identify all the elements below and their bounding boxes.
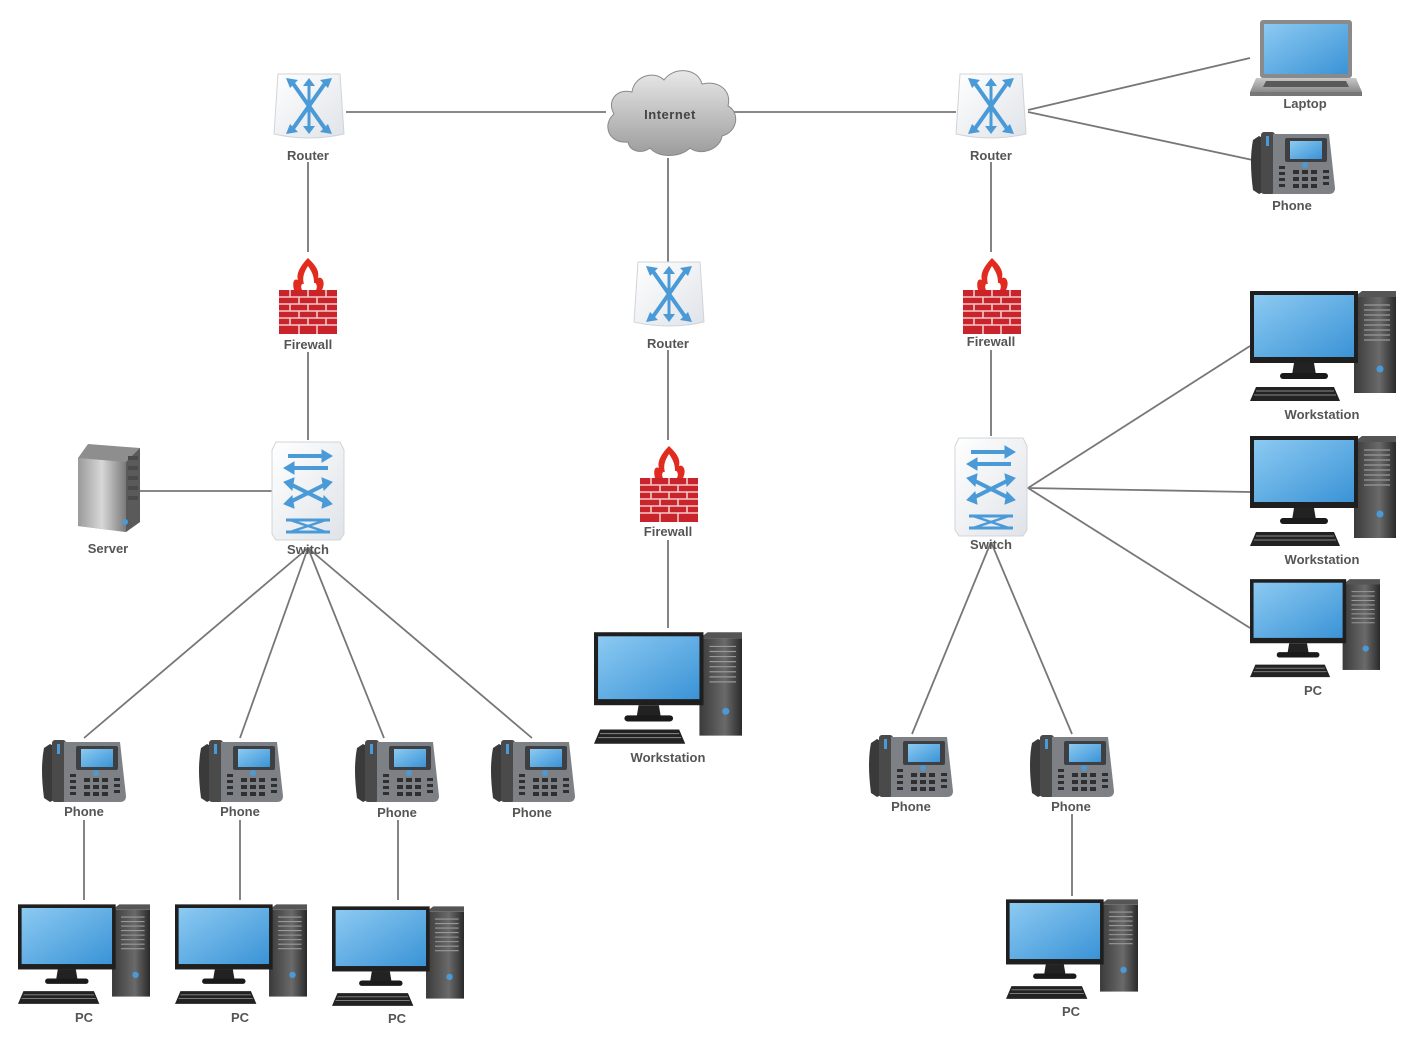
phone-r1: Phone — [869, 735, 953, 814]
phone-l4-label: Phone — [512, 805, 552, 820]
router-icon — [272, 72, 346, 140]
router-right: Router — [954, 72, 1028, 163]
phone-l4: Phone — [491, 740, 575, 820]
link-router-right-phone — [1027, 111, 1263, 163]
phone-l2: Phone — [199, 740, 283, 819]
computer-icon — [1249, 435, 1397, 547]
computer-icon — [1005, 898, 1139, 1000]
link-switch-phone-r1 — [911, 541, 992, 735]
server: Server — [78, 444, 140, 556]
phone-l1: Phone — [42, 740, 126, 819]
internet-cloud: Internet — [607, 70, 737, 156]
phone-icon — [491, 740, 575, 802]
phone-l1-label: Phone — [64, 804, 104, 819]
computer-icon — [1249, 578, 1381, 678]
laptop: Laptop — [1250, 20, 1362, 111]
phone-r2-label: Phone — [1051, 799, 1091, 814]
firewall-right-label: Firewall — [967, 334, 1015, 349]
switch-icon — [953, 436, 1029, 538]
firewall-icon — [639, 445, 699, 523]
workstation-mid: Workstation — [593, 631, 743, 765]
router-left: Router — [272, 72, 346, 163]
pc-l2-label: PC — [231, 1010, 250, 1025]
pc-r2-label: PC — [1062, 1004, 1081, 1019]
firewall-left: Firewall — [278, 257, 338, 352]
internet-label: Internet — [644, 107, 696, 122]
switch-left: Switch — [270, 440, 346, 557]
router-right-label: Router — [970, 148, 1012, 163]
link-switch-phone-l4 — [307, 547, 533, 739]
link-switch-ws-r1 — [1027, 345, 1251, 489]
pc-l1: PC — [17, 903, 151, 1025]
pc-r2: PC — [1005, 898, 1139, 1019]
firewall-mid: Firewall — [639, 445, 699, 539]
router-mid: Router — [632, 260, 706, 351]
workstation-r2: Workstation — [1249, 435, 1397, 567]
server-icon — [78, 444, 140, 532]
computer-icon — [17, 903, 151, 1005]
phone-icon — [355, 740, 439, 802]
switch-right: Switch — [953, 436, 1029, 552]
phone-r2: Phone — [1030, 735, 1114, 814]
phone-icon — [869, 735, 953, 797]
router-icon — [954, 72, 1028, 140]
pc-l3-label: PC — [388, 1011, 407, 1026]
phone-l2-label: Phone — [220, 804, 260, 819]
link-switch-ws-r2 — [1027, 487, 1251, 493]
pc-l3: PC — [331, 905, 465, 1026]
pc-l2: PC — [174, 903, 308, 1025]
phone-icon — [1030, 735, 1114, 797]
workstation-r1-label: Workstation — [1285, 407, 1360, 422]
router-mid-label: Router — [647, 336, 689, 351]
phone-l3-label: Phone — [377, 805, 417, 820]
link-switch-phone-l3 — [307, 547, 385, 739]
phone-icon — [1251, 132, 1335, 194]
switch-icon — [270, 440, 346, 542]
computer-icon — [331, 905, 465, 1007]
phone-top-right-label: Phone — [1272, 198, 1312, 213]
laptop-icon — [1250, 20, 1362, 96]
switch-right-label: Switch — [970, 537, 1012, 552]
computer-icon — [593, 631, 743, 745]
laptop-label: Laptop — [1283, 96, 1326, 111]
workstation-r1: Workstation — [1249, 290, 1397, 422]
phone-icon — [42, 740, 126, 802]
phone-r1-label: Phone — [891, 799, 931, 814]
pc-l1-label: PC — [75, 1010, 94, 1025]
computer-icon — [1249, 290, 1397, 402]
phone-top-right: Phone — [1251, 132, 1335, 213]
link-switch-pc-r — [1027, 487, 1251, 629]
links — [83, 57, 1263, 900]
router-left-label: Router — [287, 148, 329, 163]
switch-left-label: Switch — [287, 542, 329, 557]
firewall-mid-label: Firewall — [644, 524, 692, 539]
server-label: Server — [88, 541, 128, 556]
firewall-right: Firewall — [962, 257, 1022, 349]
firewall-icon — [278, 257, 338, 335]
firewall-icon — [962, 257, 1022, 335]
workstation-mid-label: Workstation — [631, 750, 706, 765]
workstation-r2-label: Workstation — [1285, 552, 1360, 567]
pc-r-label: PC — [1304, 683, 1323, 698]
phone-l3: Phone — [355, 740, 439, 820]
router-icon — [632, 260, 706, 328]
link-switch-phone-l1 — [83, 547, 309, 739]
pc-r: PC — [1249, 578, 1381, 698]
link-router-right-laptop — [1027, 57, 1251, 111]
computer-icon — [174, 903, 308, 1005]
phone-icon — [199, 740, 283, 802]
firewall-left-label: Firewall — [284, 337, 332, 352]
link-switch-phone-r2 — [990, 541, 1073, 735]
link-switch-phone-l2 — [239, 547, 309, 739]
